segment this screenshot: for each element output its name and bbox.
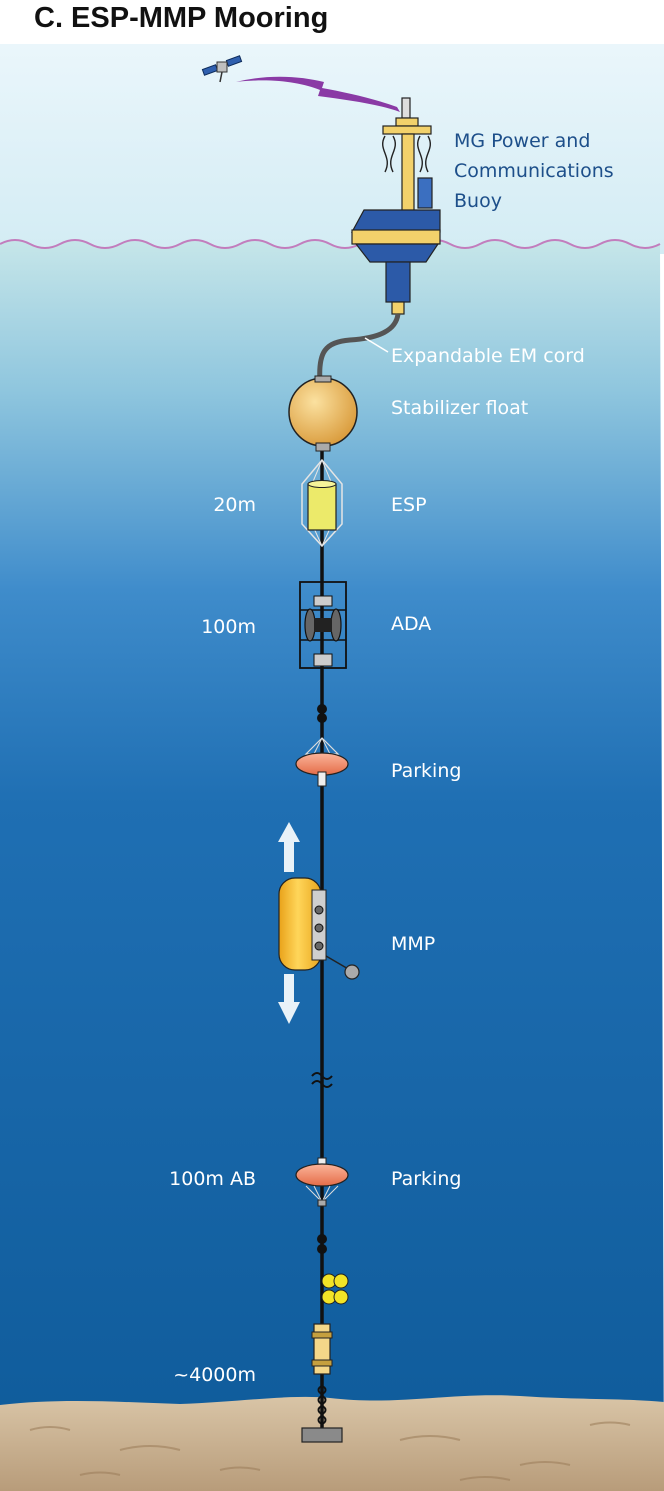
surface-line bbox=[0, 239, 661, 249]
page-title: C. ESP-MMP Mooring bbox=[34, 2, 329, 34]
em-cord-pointer bbox=[364, 337, 389, 353]
line-break-mark bbox=[311, 1072, 333, 1088]
acoustic-release bbox=[311, 1323, 333, 1375]
depth-parking-lower: 100m AB bbox=[169, 1168, 256, 1190]
anchor-weight bbox=[301, 1427, 343, 1443]
shackle-lower bbox=[317, 1234, 327, 1254]
depth-bottom: ~4000m bbox=[173, 1364, 256, 1386]
seafloor bbox=[0, 1395, 664, 1491]
label-mmp: MMP bbox=[391, 933, 436, 955]
parking-float-lower bbox=[295, 1157, 349, 1207]
satellite-icon bbox=[201, 55, 243, 83]
power-buoy bbox=[350, 97, 441, 315]
depth-ada: 100m bbox=[201, 616, 256, 638]
label-parking-lower: Parking bbox=[391, 1168, 462, 1190]
label-esp: ESP bbox=[391, 494, 427, 516]
label-stabilizer: Stabilizer float bbox=[391, 397, 529, 419]
depth-esp: 20m bbox=[213, 494, 256, 516]
seafloor-texture bbox=[29, 1421, 631, 1481]
parking-float-upper bbox=[295, 737, 349, 787]
label-buoy-line2: Communications bbox=[454, 160, 614, 182]
sky bbox=[0, 44, 664, 254]
em-cord bbox=[317, 313, 401, 383]
profiler-down-arrow bbox=[278, 974, 300, 1024]
shackle-upper bbox=[317, 704, 327, 723]
stabilizer-float bbox=[288, 375, 358, 452]
label-buoy-line3: Buoy bbox=[454, 190, 502, 212]
ocean bbox=[0, 240, 664, 1491]
mmp-profiler bbox=[278, 877, 360, 980]
label-ada: ADA bbox=[391, 613, 432, 635]
profiler-up-arrow bbox=[278, 822, 300, 872]
esp-instrument bbox=[301, 458, 343, 548]
satellite-link bbox=[236, 76, 400, 112]
label-buoy-line1: MG Power and bbox=[454, 130, 591, 152]
ada-instrument bbox=[299, 581, 347, 669]
glass-floats bbox=[321, 1273, 349, 1305]
anchor-chain bbox=[317, 1385, 327, 1425]
label-parking-upper: Parking bbox=[391, 760, 462, 782]
label-em-cord: Expandable EM cord bbox=[391, 345, 585, 367]
